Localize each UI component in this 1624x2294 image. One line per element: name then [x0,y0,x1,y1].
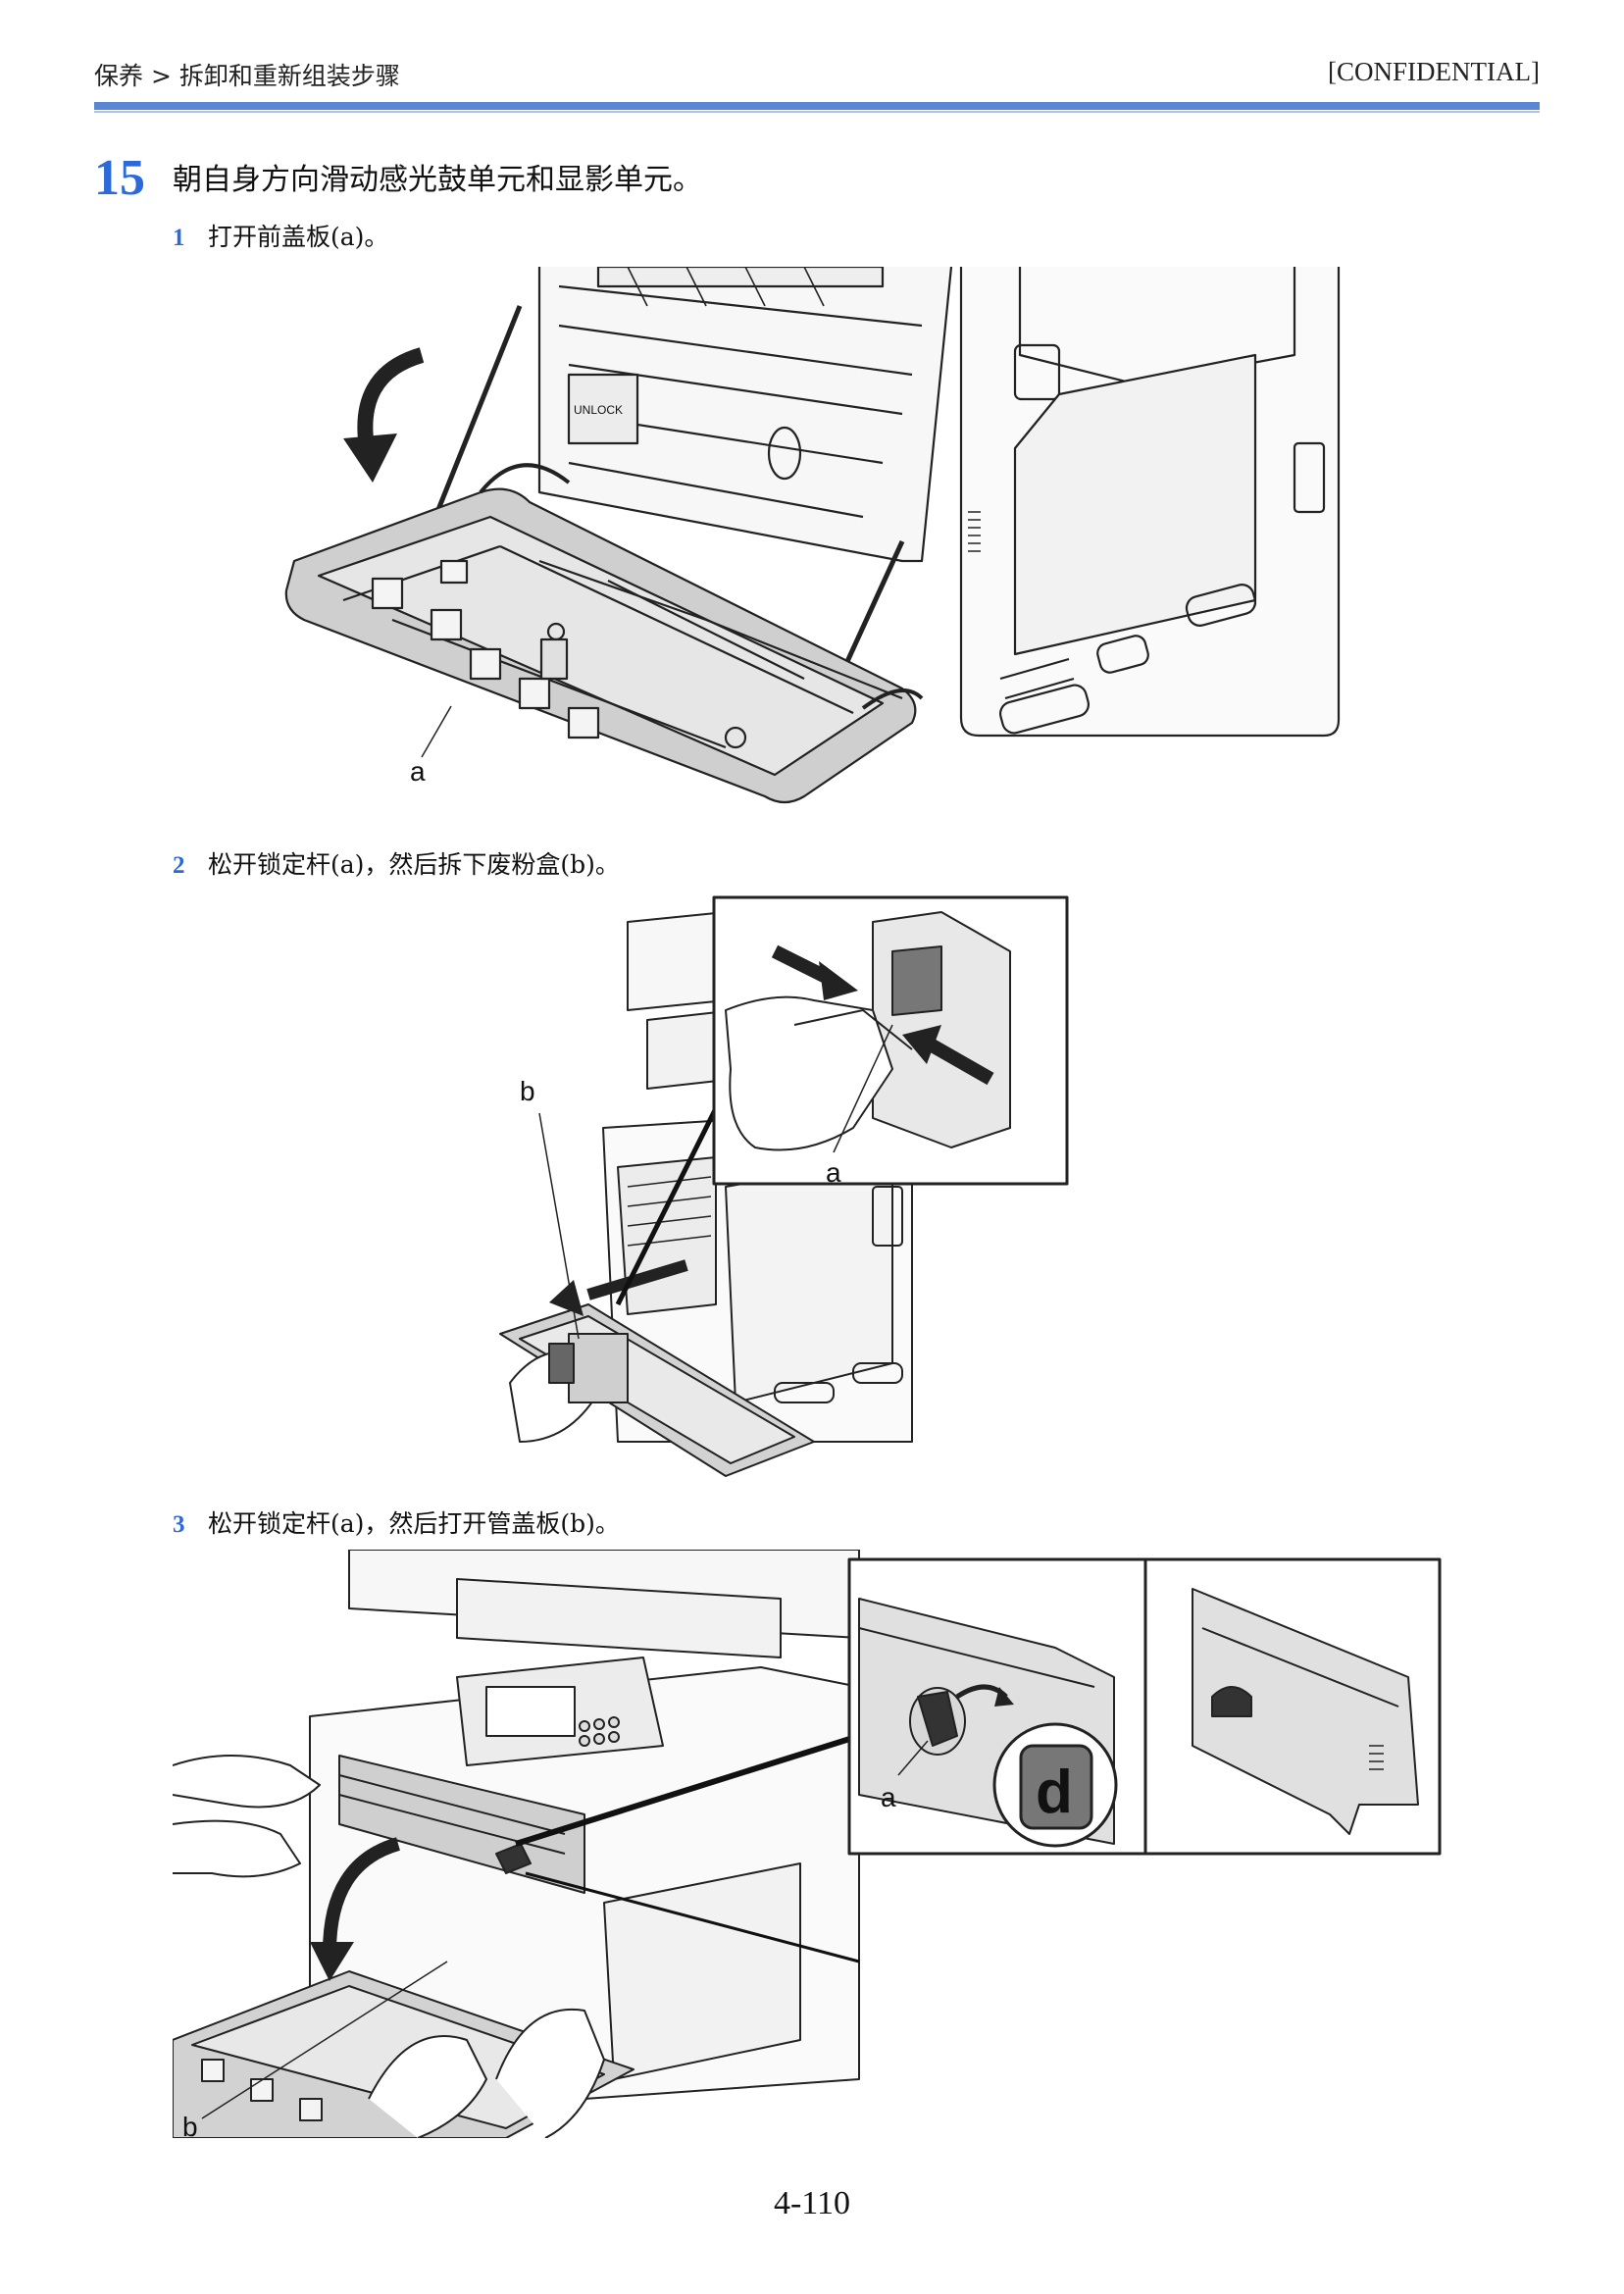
figure-label-b: b [182,2112,198,2138]
step-title: 朝自身方向滑动感光鼓单元和显影单元。 [173,163,702,197]
page-number: 4-110 [773,2185,851,2221]
substep-number: 2 [173,852,185,879]
figure-remove-waste-toner-box: b a [481,892,1069,1481]
inset-label-a: a [826,1157,841,1188]
figure-label-b: b [520,1076,535,1106]
inset-label-a: a [881,1782,896,1812]
substep-text: 松开锁定杆(a)，然后打开管盖板(b)。 [208,1509,620,1538]
confidential-label: [CONFIDENTIAL] [1328,57,1540,86]
substep-text: 松开锁定杆(a)，然后拆下废粉盒(b)。 [208,850,620,879]
step-number: 15 [94,150,145,206]
header-rule-thin [94,111,1540,113]
breadcrumb: 保养 > 拆卸和重新组装步骤 [94,62,400,90]
d-badge: d [1036,1759,1073,1826]
figure-label-a: a [410,756,426,787]
substep-number: 3 [173,1511,185,1538]
substep-1: 1 打开前盖板(a)。 [173,218,388,253]
unlock-label: UNLOCK [574,403,623,417]
page-header: 保养 > 拆卸和重新组装步骤 [CONFIDENTIAL] [94,57,1540,96]
substep-number: 1 [173,225,185,251]
figure-open-front-cover: UNLOCK a [275,267,1353,816]
substep-text: 打开前盖板(a)。 [208,223,389,251]
figure-open-tube-cover: b a d [173,1550,1447,2138]
substep-3: 3 松开锁定杆(a)，然后打开管盖板(b)。 [173,1504,620,1540]
header-rule [94,102,1540,110]
substep-2: 2 松开锁定杆(a)，然后拆下废粉盒(b)。 [173,845,620,881]
